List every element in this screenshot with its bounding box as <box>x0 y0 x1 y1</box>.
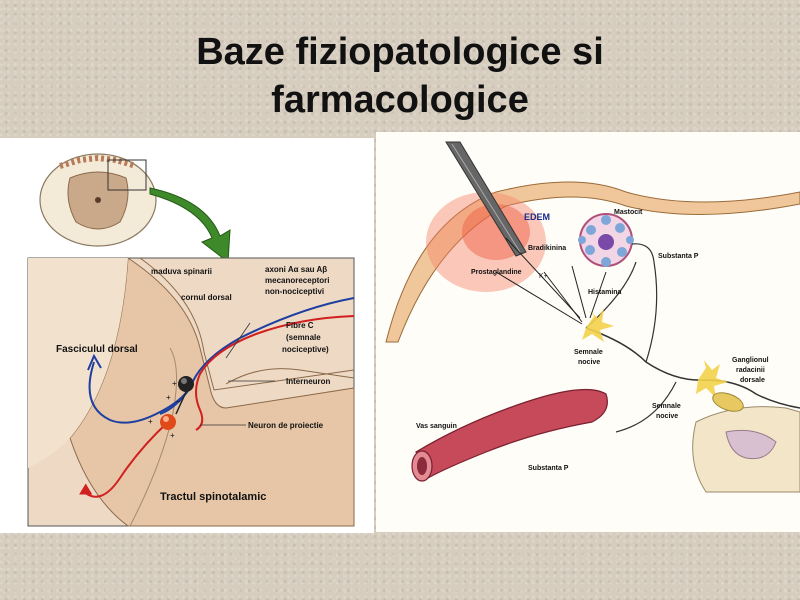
nerve-fiber <box>585 327 800 409</box>
spinal-cord-diagram: + + + + − maduva spinarii axoni Aα sau A… <box>27 153 355 527</box>
c-fiber <box>195 315 355 431</box>
label-semnale-2a: Semnale <box>652 403 681 410</box>
projection-neuron-cell <box>160 414 176 430</box>
label-mecano: mecanoreceptori <box>265 276 329 285</box>
blood-vessel <box>411 388 608 482</box>
slide-title-line-1: Baze fiziopatologice si <box>196 31 604 73</box>
label-semnale-1a: Semnale <box>574 349 603 356</box>
label-semnale-2b: nocive <box>656 413 678 420</box>
nociception-figure: EDEM Mastocit Bradikinina Substanta P Pr… <box>376 132 800 532</box>
label-mastocit: Mastocit <box>614 209 643 216</box>
skin-layer <box>385 181 800 343</box>
plus-sign: + <box>172 379 177 388</box>
label-histamina: Histamina <box>588 289 622 296</box>
label-edem: EDEM <box>524 212 550 222</box>
label-substanta-p-top: Substanta P <box>658 253 699 260</box>
label-substanta-p-bottom: Substanta P <box>528 465 569 472</box>
spinal-segment <box>692 392 800 493</box>
label-cornul: cornul dorsal <box>181 293 232 302</box>
label-semnale: (semnale <box>286 333 321 342</box>
plus-sign: + <box>170 431 175 440</box>
slide-title-line-2: farmacologice <box>271 79 529 121</box>
label-ganglionul-b: radacinii <box>736 367 765 374</box>
label-k: K+ <box>539 273 548 280</box>
signal-arrows <box>495 237 607 325</box>
label-fasciculul: Fasciculul dorsal <box>56 344 138 355</box>
label-semnale-1b: nocive <box>578 359 600 366</box>
spinal-cord-figure: + + + + − maduva spinarii axoni Aα sau A… <box>0 138 374 533</box>
label-axoni: axoni Aα sau Aβ <box>265 265 327 274</box>
label-nonnoci: non-nociceptivi <box>265 287 324 296</box>
green-zoom-arrow <box>149 187 231 263</box>
spinal-cord-cross-section <box>39 153 157 247</box>
plus-sign: + <box>148 417 153 426</box>
label-fibre: Fibre C <box>286 321 314 330</box>
sharp-object <box>445 141 527 257</box>
label-nociceptive: nociceptive) <box>282 345 329 354</box>
label-bradikinina: Bradikinina <box>528 245 566 252</box>
label-vas: Vas sanguin <box>416 423 457 430</box>
label-interneuron: Interneuron <box>286 377 331 386</box>
nerve-ending <box>582 308 614 342</box>
label-ganglionul-c: dorsale <box>740 377 765 384</box>
interneuron-cell <box>178 376 194 392</box>
minus-sign: − <box>176 397 181 406</box>
slide-title: Baze fiziopatologice si farmacologice <box>0 28 800 124</box>
spinothalamic-tract <box>81 421 169 498</box>
label-maduva: maduva spinarii <box>151 267 212 276</box>
label-neuron: Neuron de proiectie <box>248 421 324 430</box>
label-tractul: Tractul spinotalamic <box>160 491 266 503</box>
mast-cell <box>578 213 634 267</box>
plus-sign: + <box>166 393 171 402</box>
nociception-diagram: EDEM Mastocit Bradikinina Substanta P Pr… <box>385 141 800 493</box>
label-prostaglandine: Prostaglandine <box>471 269 522 276</box>
label-ganglionul-a: Ganglionul <box>732 357 769 364</box>
nerve-ending <box>696 360 728 398</box>
